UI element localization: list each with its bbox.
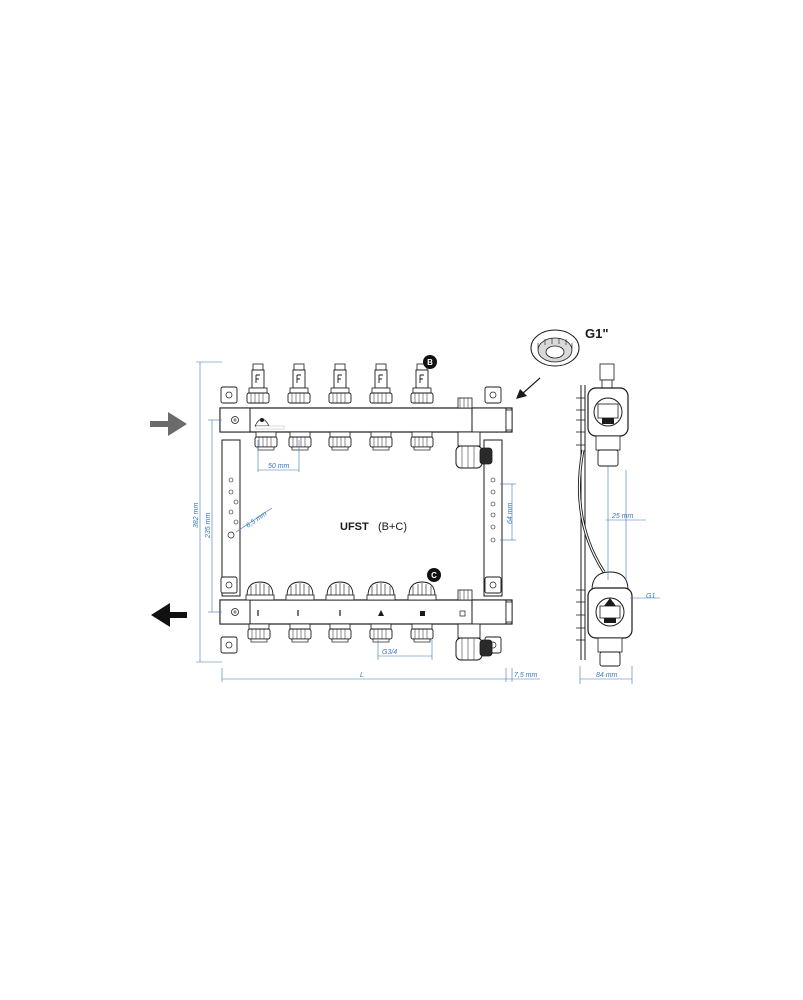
- svg-text:L: L: [360, 672, 364, 679]
- supply-outlet-row: [254, 431, 434, 451]
- svg-text:84 mm: 84 mm: [596, 672, 618, 679]
- brand-logo: [254, 418, 285, 430]
- outlet-nut: [410, 623, 434, 643]
- marker-c: C: [427, 568, 441, 582]
- marker-b: B: [423, 355, 437, 369]
- valve-cap-row: [245, 581, 437, 601]
- mount-tab: [484, 576, 502, 594]
- air-vent: [457, 397, 473, 409]
- manifold-side-view: [576, 363, 633, 667]
- flowmeter: [246, 363, 270, 404]
- svg-text:64 mm: 64 mm: [507, 502, 514, 524]
- valve-cap: [366, 581, 396, 601]
- outlet-nut: [328, 623, 352, 643]
- svg-text:50 mm: 50 mm: [268, 463, 290, 470]
- product-variant: (B+C): [378, 521, 407, 533]
- side-top-body: [587, 363, 629, 467]
- front-dimensions: [196, 361, 540, 682]
- outlet-nut: [328, 431, 352, 451]
- return-bar: [219, 599, 513, 625]
- g1-connector-icon: [530, 329, 580, 367]
- outlet-nut: [410, 431, 434, 451]
- return-outlet-row: [247, 623, 434, 643]
- svg-text:G3/4: G3/4: [382, 649, 397, 656]
- outlet-nut: [288, 623, 312, 643]
- svg-text:25 mm: 25 mm: [611, 513, 634, 520]
- flowmeter: [287, 363, 311, 404]
- svg-text:G1: G1: [646, 593, 655, 600]
- flowmeter: [369, 363, 393, 404]
- flowmeter-row: [246, 363, 434, 404]
- fill-drain-valve: [455, 623, 493, 661]
- mount-tab: [484, 386, 502, 404]
- svg-text:235 mm: 235 mm: [205, 513, 212, 539]
- manifold-front-view: B C UFST (B+C): [219, 355, 513, 661]
- svg-text:7,5 mm: 7,5 mm: [514, 672, 538, 679]
- valve-cap: [285, 581, 315, 601]
- thread-label: G1": [585, 326, 609, 341]
- valve-cap: [407, 581, 437, 601]
- side-dimensions: [579, 466, 660, 684]
- outlet-nut: [369, 431, 393, 451]
- valve-cap: [245, 581, 275, 601]
- svg-text:B: B: [427, 358, 433, 367]
- outlet-nut: [288, 431, 312, 451]
- mount-tab: [220, 386, 238, 404]
- pointer-arrow: [516, 377, 541, 399]
- svg-text:C: C: [431, 571, 437, 580]
- outlet-nut: [369, 623, 393, 643]
- supply-bar: [219, 407, 513, 433]
- fill-drain-valve: [455, 431, 493, 469]
- flowmeter: [410, 363, 434, 404]
- flowmeter: [328, 363, 352, 404]
- left-bracket: [221, 439, 241, 597]
- air-vent: [457, 589, 473, 601]
- right-bracket: [483, 439, 503, 597]
- product-name: UFST: [340, 521, 369, 533]
- side-bottom-body: [587, 571, 633, 667]
- svg-text:382 mm: 382 mm: [193, 503, 200, 528]
- supply-inlet-arrow: [150, 412, 187, 436]
- svg-text:6,5 mm: 6,5 mm: [245, 510, 268, 529]
- mount-tab: [220, 636, 238, 654]
- mount-tab: [220, 576, 238, 594]
- side-dimension-labels: 25 mm G1 84 mm: [596, 513, 655, 679]
- return-outlet-arrow: [151, 603, 187, 627]
- valve-cap: [325, 581, 355, 601]
- outlet-nut: [247, 623, 271, 643]
